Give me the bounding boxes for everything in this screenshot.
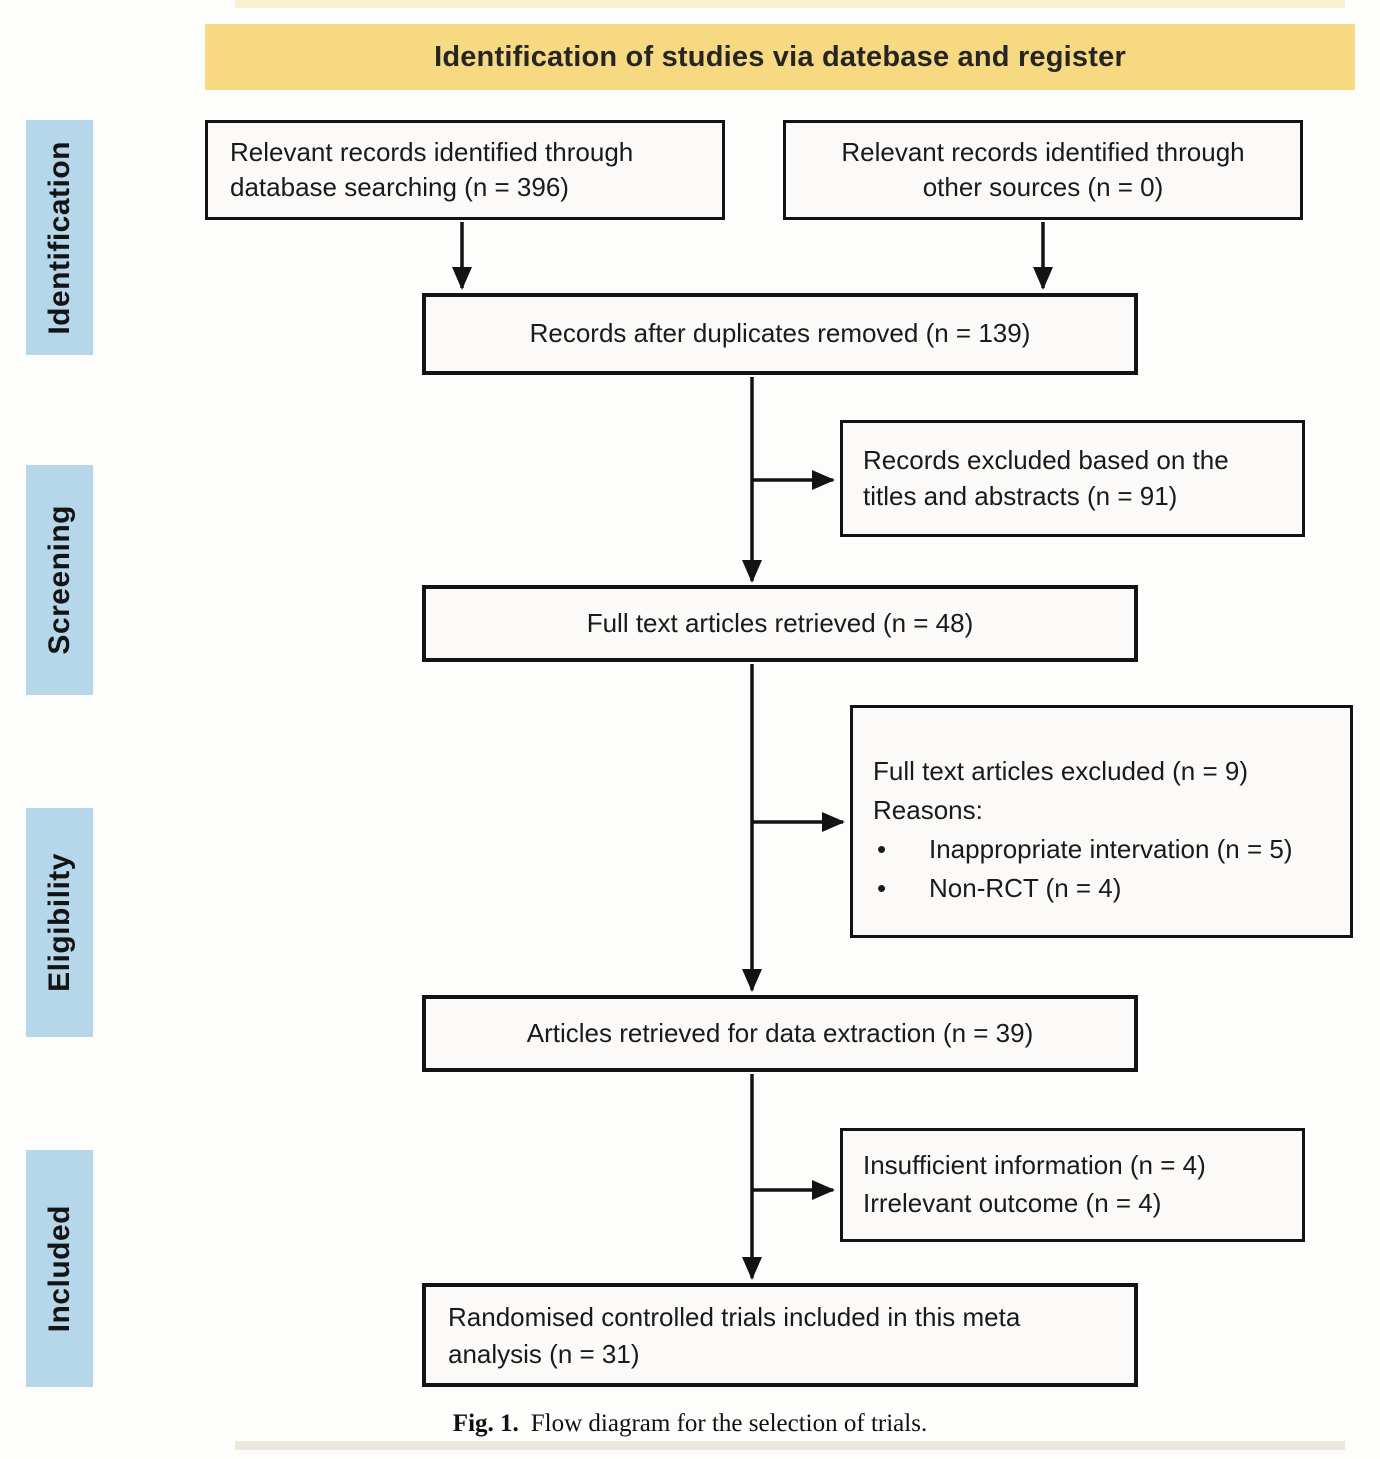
stage-label-text: Included bbox=[42, 1204, 76, 1333]
bullet-text: Inappropriate intervation (n = 5) bbox=[929, 834, 1293, 864]
stage-label-eligibility: Eligibility bbox=[26, 808, 93, 1037]
stage-label-identification: Identification bbox=[26, 120, 93, 355]
box-text-line: Full text articles excluded (n = 9) bbox=[873, 756, 1248, 786]
bullet-icon bbox=[873, 869, 929, 908]
box-text: Articles retrieved for data extraction (… bbox=[526, 1017, 1034, 1048]
box-records-database-searching: Relevant records identified through data… bbox=[205, 120, 725, 220]
figure-number: Fig. 1. bbox=[452, 1410, 519, 1437]
box-text-line: Insufficient information (n = 4) bbox=[863, 1150, 1206, 1181]
page-edge-strip-bottom bbox=[235, 1441, 1345, 1450]
box-text: Randomised controlled trials included in… bbox=[448, 1302, 1021, 1369]
stage-label-text: Eligibility bbox=[42, 853, 76, 992]
box-data-extraction: Articles retrieved for data extraction (… bbox=[422, 995, 1138, 1072]
box-included-trials: Randomised controlled trials included in… bbox=[422, 1283, 1138, 1387]
exclusion-reason-item: Non-RCT (n = 4) bbox=[873, 869, 1330, 908]
bullet-icon bbox=[873, 830, 929, 869]
diagram-title-banner: Identification of studies via datebase a… bbox=[205, 24, 1355, 90]
diagram-title: Identification of studies via datebase a… bbox=[434, 40, 1126, 73]
page-edge-strip-top bbox=[235, 0, 1345, 8]
stage-label-included: Included bbox=[26, 1150, 93, 1387]
figure-caption-text: Flow diagram for the selection of trials… bbox=[530, 1410, 928, 1437]
box-excluded-titles-abstracts: Records excluded based on the titles and… bbox=[840, 420, 1305, 537]
box-text: Relevant records identified through data… bbox=[230, 136, 634, 202]
box-text: Records excluded based on the titles and… bbox=[863, 445, 1229, 511]
box-text: Records after duplicates removed (n = 13… bbox=[529, 318, 1031, 349]
box-duplicates-removed: Records after duplicates removed (n = 13… bbox=[422, 293, 1138, 375]
box-text-line: Reasons: bbox=[873, 795, 983, 825]
figure-caption: Fig. 1. Flow diagram for the selection of… bbox=[0, 1410, 1380, 1438]
stage-label-screening: Screening bbox=[26, 465, 93, 695]
box-fulltext-excluded: Full text articles excluded (n = 9) Reas… bbox=[850, 705, 1353, 938]
box-text: Full text articles retrieved (n = 48) bbox=[586, 607, 974, 638]
box-text: Relevant records identified through othe… bbox=[841, 136, 1245, 202]
exclusion-reason-item: Inappropriate intervation (n = 5) bbox=[873, 830, 1330, 869]
box-records-other-sources: Relevant records identified through othe… bbox=[783, 120, 1303, 220]
stage-label-text: Screening bbox=[42, 505, 76, 655]
box-excluded-at-extraction: Insufficient information (n = 4) Irrelev… bbox=[840, 1128, 1305, 1242]
stage-label-text: Identification bbox=[42, 140, 76, 335]
box-fulltext-retrieved: Full text articles retrieved (n = 48) bbox=[422, 585, 1138, 662]
box-text-line: Irrelevant outcome (n = 4) bbox=[863, 1188, 1162, 1218]
bullet-text: Non-RCT (n = 4) bbox=[929, 873, 1122, 903]
